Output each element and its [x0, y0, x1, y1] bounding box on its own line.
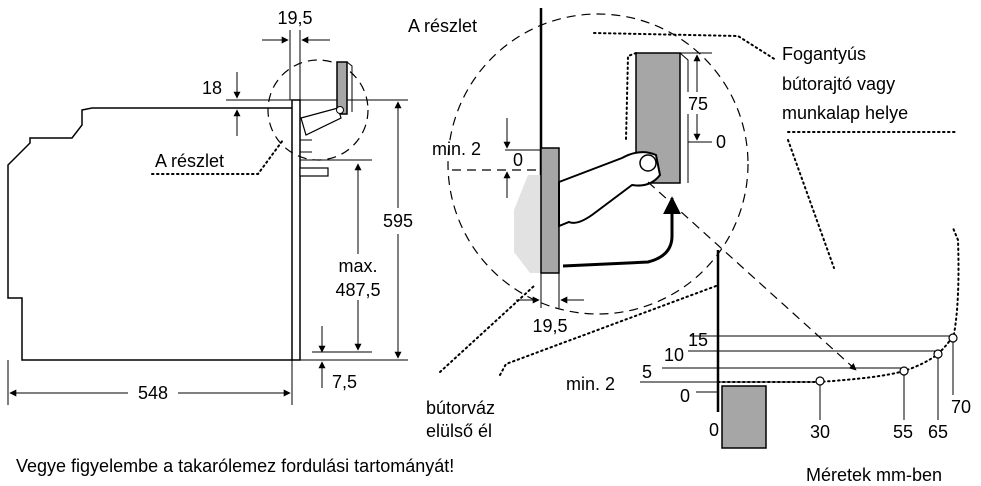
door-swing-area [514, 175, 541, 273]
detail-min-gap-dimension: min. 2 0 [432, 118, 541, 198]
x-tick-65: 65 [928, 422, 948, 442]
detail-a-left-leader [151, 139, 284, 175]
width-dimension: 548 [7, 360, 293, 405]
y-tick-10: 10 [664, 345, 684, 365]
handle-space-label-2: bútorajtó vagy [782, 74, 895, 94]
handle-space-leader-down [787, 139, 835, 269]
x-tick-30: 30 [810, 422, 830, 442]
x-tick-55: 55 [893, 422, 913, 442]
bottom-gap-label: 7,5 [332, 372, 357, 392]
detail-a-title: A részlet [408, 16, 477, 36]
door-offset-top-label: 19,5 [277, 8, 312, 28]
handle-zero-label: 0 [716, 132, 726, 152]
max-value: 487,5 [335, 280, 380, 300]
max-label: max. [338, 256, 377, 276]
bottom-gap-dimension: 7,5 [318, 326, 357, 392]
handle-height-dimension: 75 0 [680, 52, 726, 152]
handle-height-label: 75 [688, 94, 708, 114]
x-tick-70: 70 [951, 397, 971, 417]
max-height-dimension: max. 487,5 [300, 159, 388, 353]
detail-a-small-circle [267, 59, 369, 161]
hinge-arm [558, 151, 662, 228]
oven-door-detail [540, 147, 560, 274]
x-tick-0: 0 [709, 420, 719, 440]
units-label: Méretek mm-ben [806, 465, 942, 485]
handle-space-label-3: munkalap helye [782, 103, 908, 123]
handle-space-label-1: Fogantyús [782, 44, 866, 64]
detail-min-gap-zero: 0 [513, 150, 523, 170]
furniture-edge-label-1: bútorváz [426, 398, 495, 418]
door-offset-detail-label: 19,5 [532, 316, 567, 336]
oven-knob [299, 167, 329, 177]
clearance-curve [717, 227, 960, 383]
hinge-pivot [639, 154, 657, 172]
oven-side-view [7, 99, 329, 361]
handle-space-leader-top [593, 32, 777, 61]
y-tick-0: 0 [680, 386, 690, 406]
swing-arrow [562, 196, 681, 268]
graph-door-block [721, 385, 767, 449]
top-gap-label: 18 [202, 78, 222, 98]
oven-door [291, 99, 301, 361]
handle-outline-dotted [625, 52, 637, 141]
y-tick-15: 15 [688, 330, 708, 350]
detail-a-large-circle [447, 8, 749, 315]
door-offset-top-dimension: 19,5 [262, 8, 330, 100]
detail-min-gap-label: min. 2 [432, 139, 481, 159]
oven-body-outline [7, 107, 292, 361]
top-gap-dimension: 18 [202, 72, 292, 136]
width-label: 548 [138, 383, 168, 403]
detail-a-left-label: A részlet [155, 151, 224, 171]
furniture-edge-leader [439, 285, 535, 373]
door-offset-detail-dimension: 19,5 [516, 273, 584, 336]
clearance-graph: 15 10 5 min. 2 0 0 30 55 65 70 [566, 227, 971, 449]
furniture-edge-label-2: elülső él [426, 421, 492, 441]
y-tick-5: 5 [642, 362, 652, 382]
height-label: 595 [383, 211, 413, 231]
footnote: Vegye figyelembe a takarólemez fordulási… [16, 456, 454, 476]
height-dimension: 595 [300, 99, 418, 361]
zoom-arrow [647, 181, 857, 371]
furniture-edge-leader-2 [499, 285, 717, 376]
y-tick-min2: min. 2 [566, 374, 615, 394]
